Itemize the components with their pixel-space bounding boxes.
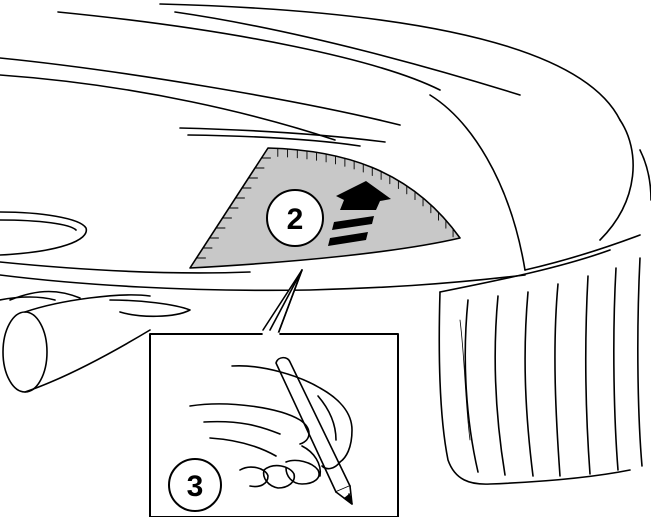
- tyre: [439, 250, 642, 484]
- reflector-shape: [0, 212, 86, 255]
- step-3-marker: 3: [169, 459, 221, 511]
- marking-template-area: [190, 148, 460, 268]
- step-2-label: 2: [287, 203, 304, 236]
- step-2-marker: 2: [267, 190, 323, 246]
- callout-leader: [263, 270, 302, 334]
- step-3-label: 3: [187, 470, 204, 503]
